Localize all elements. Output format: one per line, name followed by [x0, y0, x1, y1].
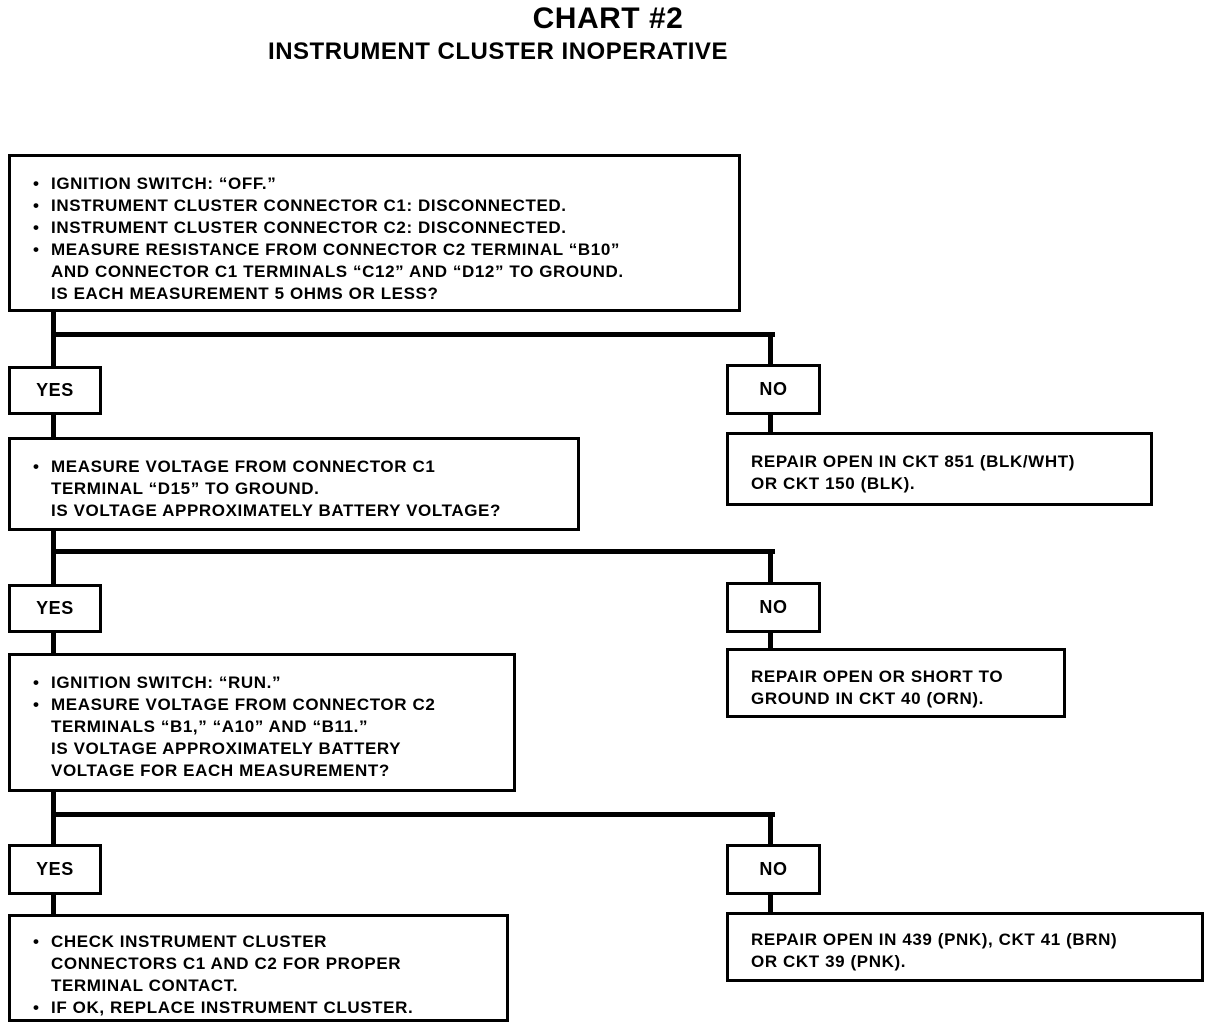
- step2-question: IS VOLTAGE APPROXIMATELY BATTERY VOLTAGE…: [51, 501, 501, 520]
- step4-item: CHECK INSTRUMENT CLUSTER: [33, 931, 506, 953]
- step3-item: IGNITION SWITCH: “RUN.”: [33, 672, 513, 694]
- step4-item: IF OK, REPLACE INSTRUMENT CLUSTER.: [33, 997, 506, 1019]
- step3-text: TERMINALS “B1,” “A10” AND “B11.”: [51, 717, 369, 736]
- step4-box: CHECK INSTRUMENT CLUSTER CONNECTORS C1 A…: [8, 914, 509, 1022]
- connector-line: [51, 528, 56, 588]
- step1-question: IS EACH MEASUREMENT 5 OHMS OR LESS?: [51, 284, 439, 303]
- result-text: OR CKT 39 (PNK).: [751, 952, 907, 971]
- step1-item: INSTRUMENT CLUSTER CONNECTOR C1: DISCONN…: [33, 195, 738, 217]
- step3-no-result-box: REPAIR OPEN IN 439 (PNK), CKT 41 (BRN) O…: [726, 912, 1204, 982]
- connector-line: [768, 630, 773, 652]
- yes-label: YES: [8, 366, 102, 415]
- result-text: REPAIR OPEN OR SHORT TO: [751, 667, 1004, 686]
- step3-question: IS VOLTAGE APPROXIMATELY BATTERY: [51, 739, 402, 758]
- step2-item: MEASURE VOLTAGE FROM CONNECTOR C1: [33, 456, 577, 478]
- connector-line: [51, 812, 775, 817]
- no-label: NO: [726, 844, 821, 895]
- step3-question: VOLTAGE FOR EACH MEASUREMENT?: [51, 761, 390, 780]
- connector-line: [768, 892, 773, 916]
- no-label: NO: [726, 582, 821, 633]
- step3-box: IGNITION SWITCH: “RUN.” MEASURE VOLTAGE …: [8, 653, 516, 792]
- result-text: REPAIR OPEN IN CKT 851 (BLK/WHT): [751, 452, 1075, 471]
- yes-label: YES: [8, 584, 102, 633]
- step1-no-result-box: REPAIR OPEN IN CKT 851 (BLK/WHT) OR CKT …: [726, 432, 1153, 506]
- connector-line: [51, 892, 56, 918]
- step4-text: TERMINAL CONTACT.: [51, 976, 239, 995]
- step2-box: MEASURE VOLTAGE FROM CONNECTOR C1 TERMIN…: [8, 437, 580, 531]
- step4-text: CONNECTORS C1 AND C2 FOR PROPER: [51, 954, 402, 973]
- connector-line: [51, 332, 775, 337]
- step1-item: MEASURE RESISTANCE FROM CONNECTOR C2 TER…: [33, 239, 738, 261]
- step1-text: AND CONNECTOR C1 TERMINALS “C12” AND “D1…: [51, 262, 624, 281]
- connector-line: [51, 412, 56, 440]
- no-label: NO: [726, 364, 821, 415]
- connector-line: [768, 412, 773, 436]
- connector-line: [51, 630, 56, 656]
- step1-item: INSTRUMENT CLUSTER CONNECTOR C2: DISCONN…: [33, 217, 738, 239]
- step3-item: MEASURE VOLTAGE FROM CONNECTOR C2: [33, 694, 513, 716]
- connector-line: [768, 812, 773, 848]
- connector-line: [51, 549, 775, 554]
- connector-line: [768, 549, 773, 585]
- step2-no-result-box: REPAIR OPEN OR SHORT TO GROUND IN CKT 40…: [726, 648, 1066, 718]
- chart-title: CHART #2: [532, 2, 684, 35]
- connector-line: [768, 332, 773, 368]
- result-text: REPAIR OPEN IN 439 (PNK), CKT 41 (BRN): [751, 930, 1118, 949]
- yes-label: YES: [8, 844, 102, 895]
- step1-item: IGNITION SWITCH: “OFF.”: [33, 173, 738, 195]
- chart-subtitle: INSTRUMENT CLUSTER INOPERATIVE: [268, 38, 728, 65]
- result-text: GROUND IN CKT 40 (ORN).: [751, 689, 984, 708]
- step2-text: TERMINAL “D15” TO GROUND.: [51, 479, 320, 498]
- connector-line: [51, 310, 56, 370]
- connector-line: [51, 788, 56, 848]
- step1-box: IGNITION SWITCH: “OFF.” INSTRUMENT CLUST…: [8, 154, 741, 312]
- result-text: OR CKT 150 (BLK).: [751, 474, 916, 493]
